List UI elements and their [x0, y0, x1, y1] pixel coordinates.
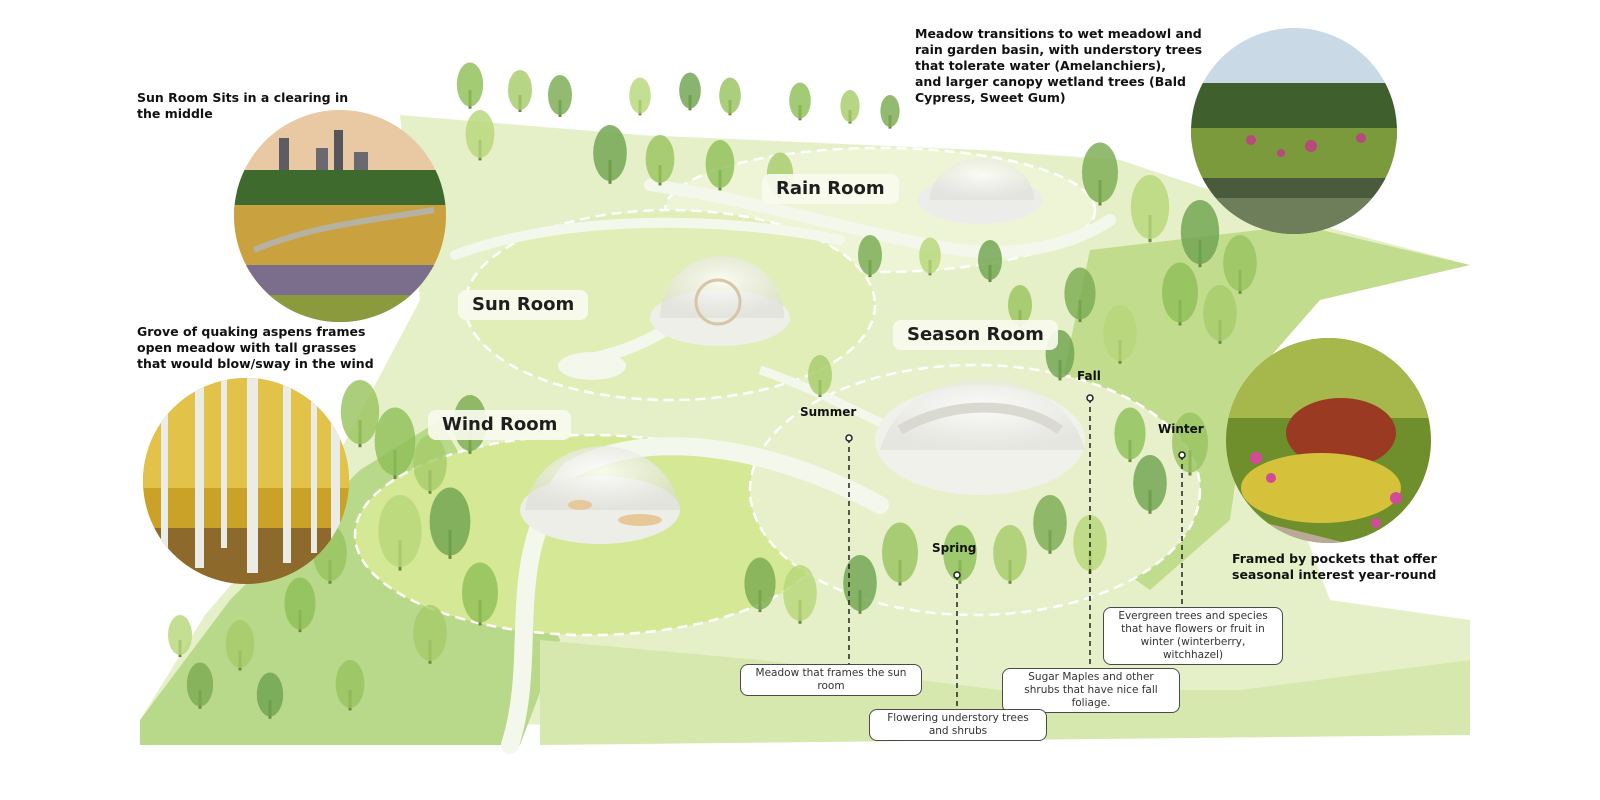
tree — [284, 577, 316, 633]
sun-room-label: Sun Room — [458, 290, 589, 320]
tree — [1033, 495, 1067, 554]
tree — [186, 662, 214, 709]
fall-label: Fall — [1077, 369, 1101, 383]
tree — [978, 240, 1002, 282]
tree — [593, 125, 627, 184]
tree — [374, 407, 416, 479]
wetland-photo — [1191, 28, 1397, 234]
tree-layer — [168, 62, 1257, 719]
tree — [882, 522, 918, 586]
city-meadow-photo — [234, 110, 446, 322]
sun-plaza — [558, 352, 626, 380]
callout-spring: Flowering understory trees and shrubs — [869, 709, 1047, 741]
tree — [465, 110, 495, 161]
tree — [548, 75, 572, 117]
tree — [1133, 455, 1167, 514]
tree — [1203, 285, 1237, 344]
season-room-label: Season Room — [893, 320, 1058, 350]
tree — [429, 487, 471, 559]
tree — [840, 90, 860, 124]
wind-room-dome — [520, 446, 680, 544]
tree — [719, 77, 741, 116]
caption-meadow: Meadow transitions to wet meadowl and ra… — [915, 26, 1203, 105]
tree — [808, 355, 832, 397]
summer-label: Summer — [800, 405, 857, 419]
tree — [843, 555, 877, 614]
tree — [462, 562, 498, 626]
sun-room-dome — [650, 256, 790, 346]
caption-aspens: Grove of quaking aspens frames open mead… — [137, 324, 374, 371]
tree — [378, 495, 422, 571]
tree — [645, 135, 675, 186]
tree — [256, 672, 284, 719]
tree — [340, 380, 380, 448]
caption-sun-room: Sun Room Sits in a clearing in the middl… — [137, 90, 349, 121]
callout-dots — [845, 394, 1186, 579]
seasonal-garden-photo — [1226, 338, 1431, 543]
season-room-dome — [875, 379, 1085, 495]
tree — [919, 237, 941, 276]
tree — [1162, 262, 1198, 326]
tree — [335, 660, 365, 711]
tree — [880, 95, 900, 129]
tree — [744, 557, 776, 613]
caption-pockets: Framed by pockets that offer seasonal in… — [1232, 551, 1437, 582]
tree — [1114, 407, 1146, 463]
tree — [1082, 142, 1118, 206]
tree — [679, 72, 701, 111]
tree — [225, 620, 255, 671]
wind-room-label: Wind Room — [428, 410, 572, 440]
callout-fall: Sugar Maples and other shrubs that have … — [1002, 668, 1180, 713]
winter-label: Winter — [1158, 422, 1204, 436]
callout-summer: Meadow that frames the sun room — [740, 664, 922, 696]
tree — [1064, 267, 1096, 323]
tree — [168, 615, 192, 657]
tree — [943, 525, 977, 584]
tree — [1130, 175, 1170, 243]
sun-path — [450, 217, 845, 260]
tree — [456, 62, 484, 109]
tree — [508, 70, 532, 112]
tree — [858, 235, 882, 277]
tree — [1223, 235, 1257, 294]
tree — [413, 435, 447, 494]
tree — [1103, 305, 1137, 364]
rain-room-dome — [918, 158, 1042, 224]
spring-label: Spring — [932, 541, 977, 555]
callout-leaders — [848, 398, 1183, 727]
tree — [1008, 285, 1032, 327]
tree — [629, 77, 651, 116]
aspen-grove-photo — [143, 378, 349, 584]
tree — [783, 565, 817, 624]
tree — [993, 525, 1027, 584]
tree — [1180, 200, 1220, 268]
tree — [789, 82, 811, 121]
tree — [705, 140, 735, 191]
tree — [413, 605, 447, 664]
rain-room-label: Rain Room — [762, 174, 899, 204]
callout-winter: Evergreen trees and species that have fl… — [1103, 607, 1283, 665]
